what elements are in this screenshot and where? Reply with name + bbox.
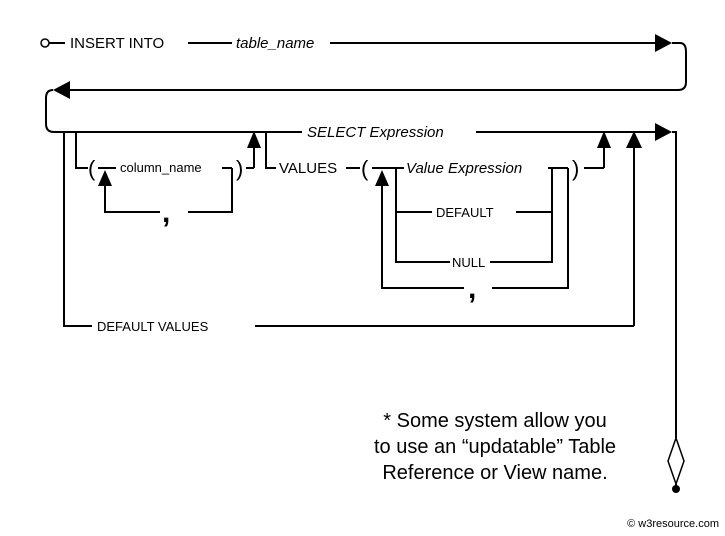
- diamond-icon: [667, 435, 685, 487]
- footnote-line-2: to use an “updatable” Table: [373, 436, 617, 458]
- arrow-up-icon: [375, 170, 389, 186]
- table-name-label: table_name: [236, 35, 314, 52]
- arrow-up-icon: [597, 131, 611, 148]
- column-loop-line: [104, 186, 160, 213]
- arrow-right-icon: [655, 34, 672, 52]
- copyright-label: © w3resource.com: [627, 518, 719, 530]
- footnote-line-3: Reference or View name.: [382, 462, 608, 484]
- return-loop-line: [45, 89, 64, 133]
- return-loop-line: [70, 42, 687, 91]
- default-values-keyword: DEFAULT VALUES: [97, 319, 209, 334]
- select-expression-label: SELECT Expression: [307, 124, 444, 141]
- column-branch-line: [75, 132, 88, 169]
- arrow-up-icon: [98, 170, 112, 186]
- default-values-branch-line: [63, 132, 92, 327]
- values-branch-line: [265, 132, 276, 169]
- arrow-left-icon: [53, 81, 70, 99]
- default-keyword: DEFAULT: [436, 205, 494, 220]
- open-paren: (: [361, 156, 369, 181]
- arrow-up-icon: [247, 131, 261, 148]
- null-option-line: [490, 212, 553, 263]
- insert-into-keyword: INSERT INTO: [70, 35, 164, 52]
- open-paren: (: [88, 156, 96, 181]
- footnote-line-1: * Some system allow you: [383, 410, 607, 432]
- column-loop-line: [188, 168, 233, 213]
- end-dot-icon: [672, 485, 680, 493]
- start-circle: [40, 38, 50, 48]
- exit-line: [672, 131, 677, 438]
- arrow-up-icon: [626, 131, 642, 148]
- comma-separator: ,: [162, 196, 170, 229]
- null-keyword: NULL: [452, 255, 485, 270]
- close-paren: ): [572, 156, 579, 181]
- values-keyword: VALUES: [279, 160, 337, 177]
- value-loop-line: [381, 186, 464, 289]
- close-paren: ): [236, 156, 243, 181]
- null-option-line: [395, 212, 450, 263]
- value-loop-line: [492, 168, 569, 289]
- column-name-label: column_name: [120, 160, 202, 175]
- comma-separator: ,: [468, 272, 476, 305]
- arrow-right-icon: [655, 123, 672, 141]
- footnote: * Some system allow you to use an “updat…: [330, 408, 660, 486]
- value-expression-label: Value Expression: [406, 160, 522, 177]
